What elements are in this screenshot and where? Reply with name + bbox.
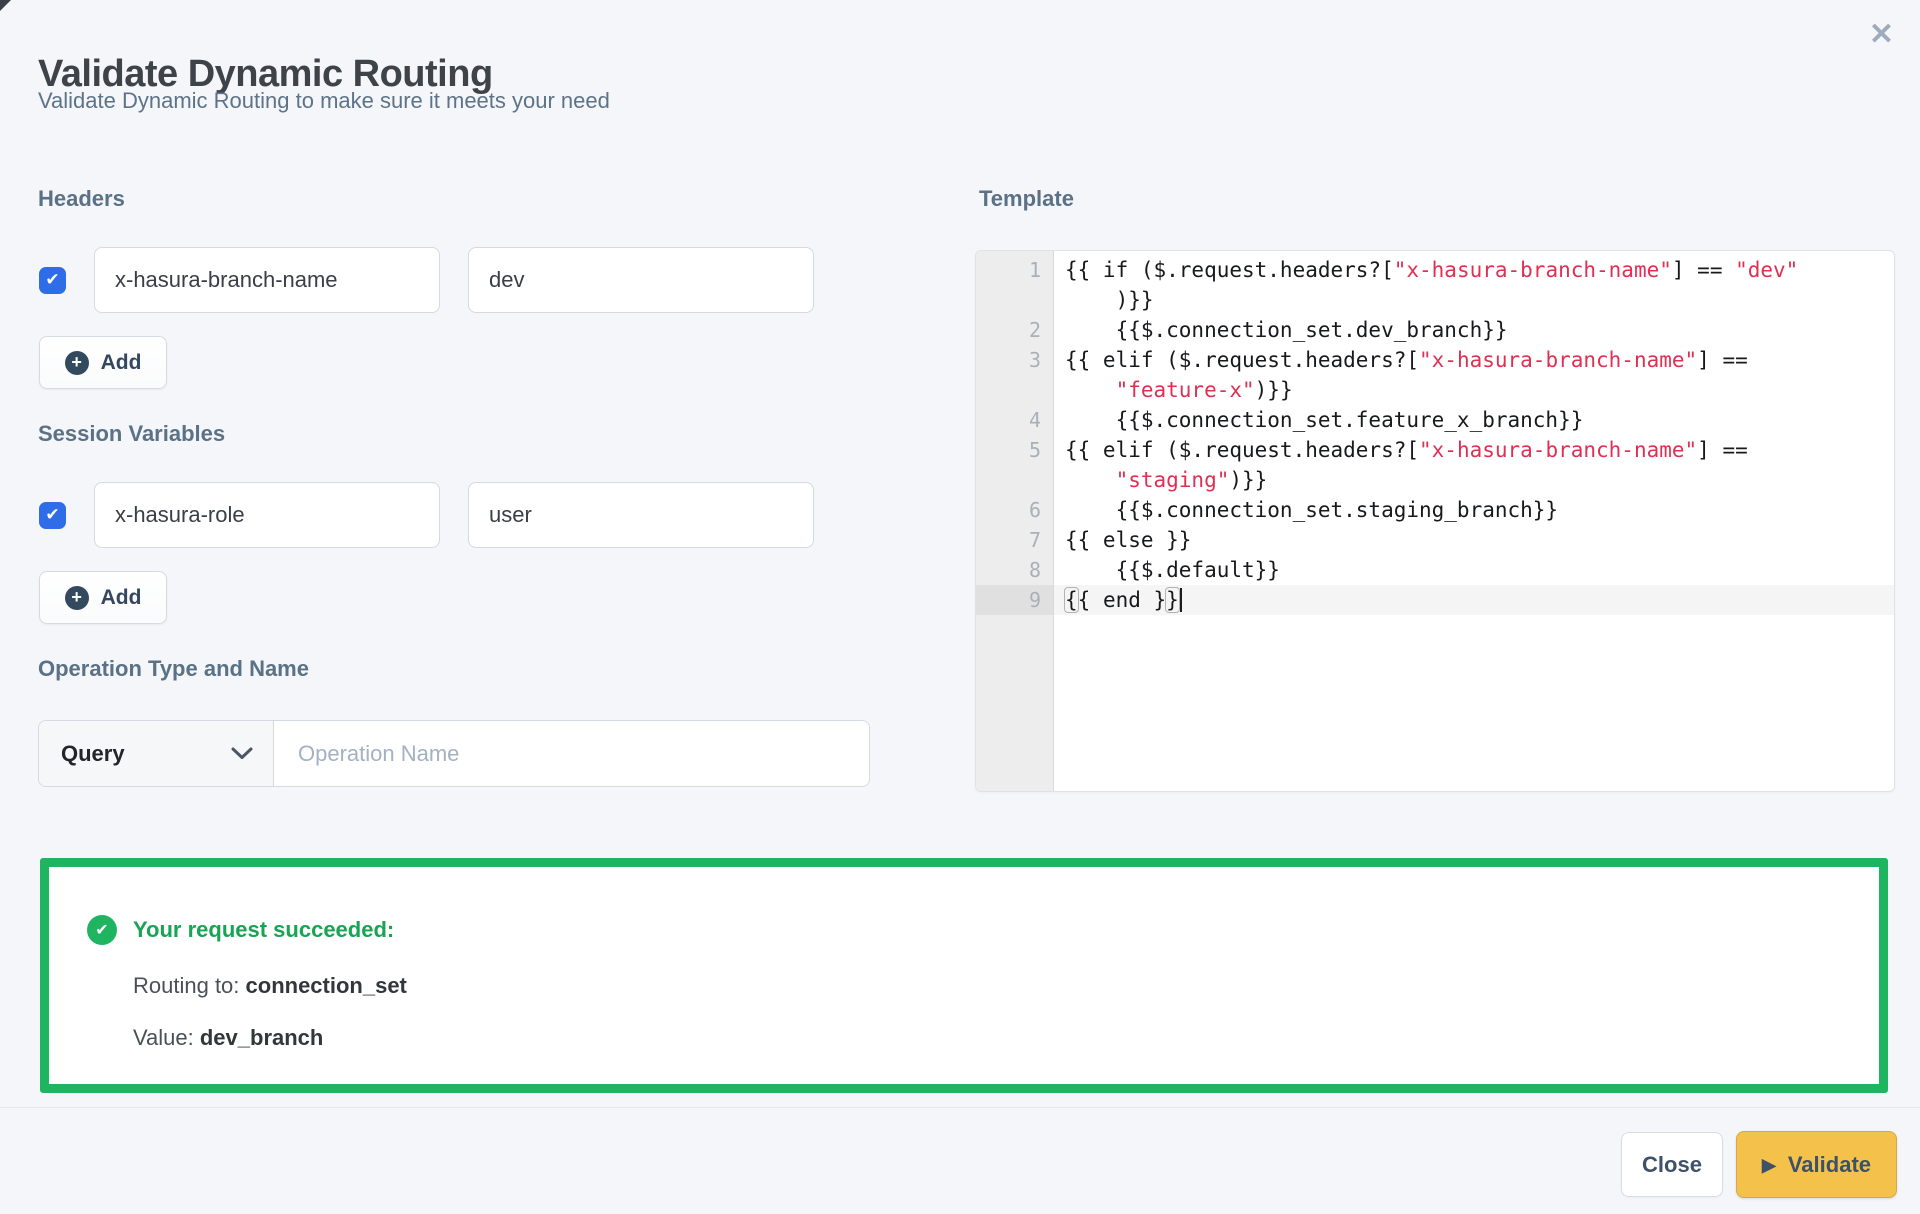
template-section-label: Template: [979, 186, 1074, 211]
validate-button[interactable]: ▶ Validate: [1736, 1131, 1897, 1198]
headers-section-label: Headers: [38, 186, 125, 211]
result-routing-line: Routing to: connection_set: [133, 973, 407, 999]
plus-icon: +: [64, 585, 89, 610]
success-check-icon: ✔: [87, 915, 117, 945]
play-icon: ▶: [1762, 1154, 1776, 1175]
line-number: 1: [976, 255, 1054, 285]
session-variables-section-label: Session Variables: [38, 421, 226, 446]
code-row-spacer: [976, 251, 1894, 255]
code-line: {{ else }}: [1065, 528, 1192, 552]
header-checkbox[interactable]: ✔: [39, 266, 66, 294]
add-header-label: Add: [100, 350, 142, 374]
line-number: 7: [976, 525, 1054, 555]
line-number: 2: [976, 315, 1054, 345]
code-row[interactable]: 8 {{$.default}}: [976, 555, 1894, 585]
code-row[interactable]: 6 {{$.connection_set.staging_branch}}: [976, 495, 1894, 525]
code-line: {{ elif ($.request.headers?["x-hasura-br…: [1065, 438, 1748, 462]
header-key-input[interactable]: [94, 247, 440, 313]
line-number: [976, 465, 1054, 495]
value-label: Value:: [133, 1025, 200, 1050]
line-number: [976, 375, 1054, 405]
session-variable-value-input[interactable]: [468, 482, 814, 548]
session-variable-row: ✔: [38, 482, 870, 548]
routing-label: Routing to:: [133, 973, 246, 998]
code-line: "feature-x")}}: [1115, 378, 1293, 402]
code-line: {{$.connection_set.feature_x_branch}}: [1065, 408, 1584, 432]
code-row-filler: [976, 615, 1894, 791]
validation-result-box: ✔ Your request succeeded: Routing to: co…: [40, 858, 1888, 1093]
line-number: 6: [976, 495, 1054, 525]
header-row: ✔: [38, 247, 870, 313]
code-line: {{$.connection_set.staging_branch}}: [1065, 498, 1559, 522]
line-number: 3: [976, 345, 1054, 375]
code-row[interactable]: 1 {{ if ($.request.headers?["x-hasura-bra…: [976, 255, 1894, 285]
template-code-editor[interactable]: 1 {{ if ($.request.headers?["x-hasura-bra…: [975, 250, 1895, 792]
code-row[interactable]: 3 {{ elif ($.request.headers?["x-hasura-b…: [976, 345, 1894, 375]
code-row[interactable]: )}}: [976, 285, 1894, 315]
operation-type-select[interactable]: Query: [39, 721, 274, 786]
operation-section-label: Operation Type and Name: [38, 656, 309, 681]
template-column: Template 1 {{ if ($.request.headers?["x-h…: [975, 0, 1898, 1214]
session-variable-checkbox[interactable]: ✔: [39, 501, 66, 529]
code-line: {{$.default}}: [1065, 558, 1280, 582]
code-line: {{ end }}: [1054, 585, 1894, 615]
text-cursor: [1179, 588, 1182, 612]
close-button[interactable]: Close: [1621, 1132, 1723, 1197]
operation-type-value: Query: [61, 740, 125, 766]
validate-label: Validate: [1787, 1151, 1871, 1177]
code-line: "staging")}}: [1115, 468, 1268, 492]
session-variable-key-input[interactable]: [94, 482, 440, 548]
result-value-line: Value: dev_branch: [133, 1025, 323, 1051]
line-number: 4: [976, 405, 1054, 435]
page-title: Validate Dynamic Routing: [38, 53, 493, 96]
operation-control: Query: [38, 720, 870, 787]
code-row[interactable]: 2 {{$.connection_set.dev_branch}}: [976, 315, 1894, 345]
code-row[interactable]: 9{{ end }}: [976, 585, 1894, 615]
line-number: 5: [976, 435, 1054, 465]
code-line: {{ if ($.request.headers?["x-hasura-bran…: [1065, 258, 1799, 282]
line-number: 8: [976, 555, 1054, 585]
code-row[interactable]: 4 {{$.connection_set.feature_x_branch}}: [976, 405, 1894, 435]
code-line: )}}: [1065, 288, 1154, 312]
add-session-variable-button[interactable]: + Add: [39, 571, 167, 624]
line-number: 9: [976, 585, 1054, 615]
plus-icon: +: [64, 350, 89, 375]
code-line: {{ elif ($.request.headers?["x-hasura-br…: [1065, 348, 1748, 372]
routing-value: connection_set: [245, 973, 407, 998]
operation-name-input[interactable]: [274, 721, 869, 786]
add-header-button[interactable]: + Add: [39, 336, 167, 389]
page-subtitle: Validate Dynamic Routing to make sure it…: [38, 88, 610, 113]
header-value-input[interactable]: [468, 247, 814, 313]
corner-artifact: [0, 0, 11, 11]
code-row[interactable]: 7 {{ else }}: [976, 525, 1894, 555]
chevron-down-icon: [231, 747, 253, 759]
close-icon[interactable]: ✕: [1868, 18, 1894, 51]
line-number: [976, 285, 1054, 315]
code-row[interactable]: 5 {{ elif ($.request.headers?["x-hasura-b…: [976, 435, 1894, 465]
footer-divider: [0, 1107, 1920, 1108]
code-row[interactable]: "staging")}}: [976, 465, 1894, 495]
result-heading: Your request succeeded:: [133, 917, 395, 942]
form-column: Headers ✔ + Add Session Variables ✔ + Ad…: [38, 0, 870, 1214]
code-row[interactable]: "feature-x")}}: [976, 375, 1894, 405]
code-line: {{$.connection_set.dev_branch}}: [1065, 318, 1508, 342]
value-value: dev_branch: [199, 1025, 324, 1050]
add-session-variable-label: Add: [100, 585, 142, 609]
